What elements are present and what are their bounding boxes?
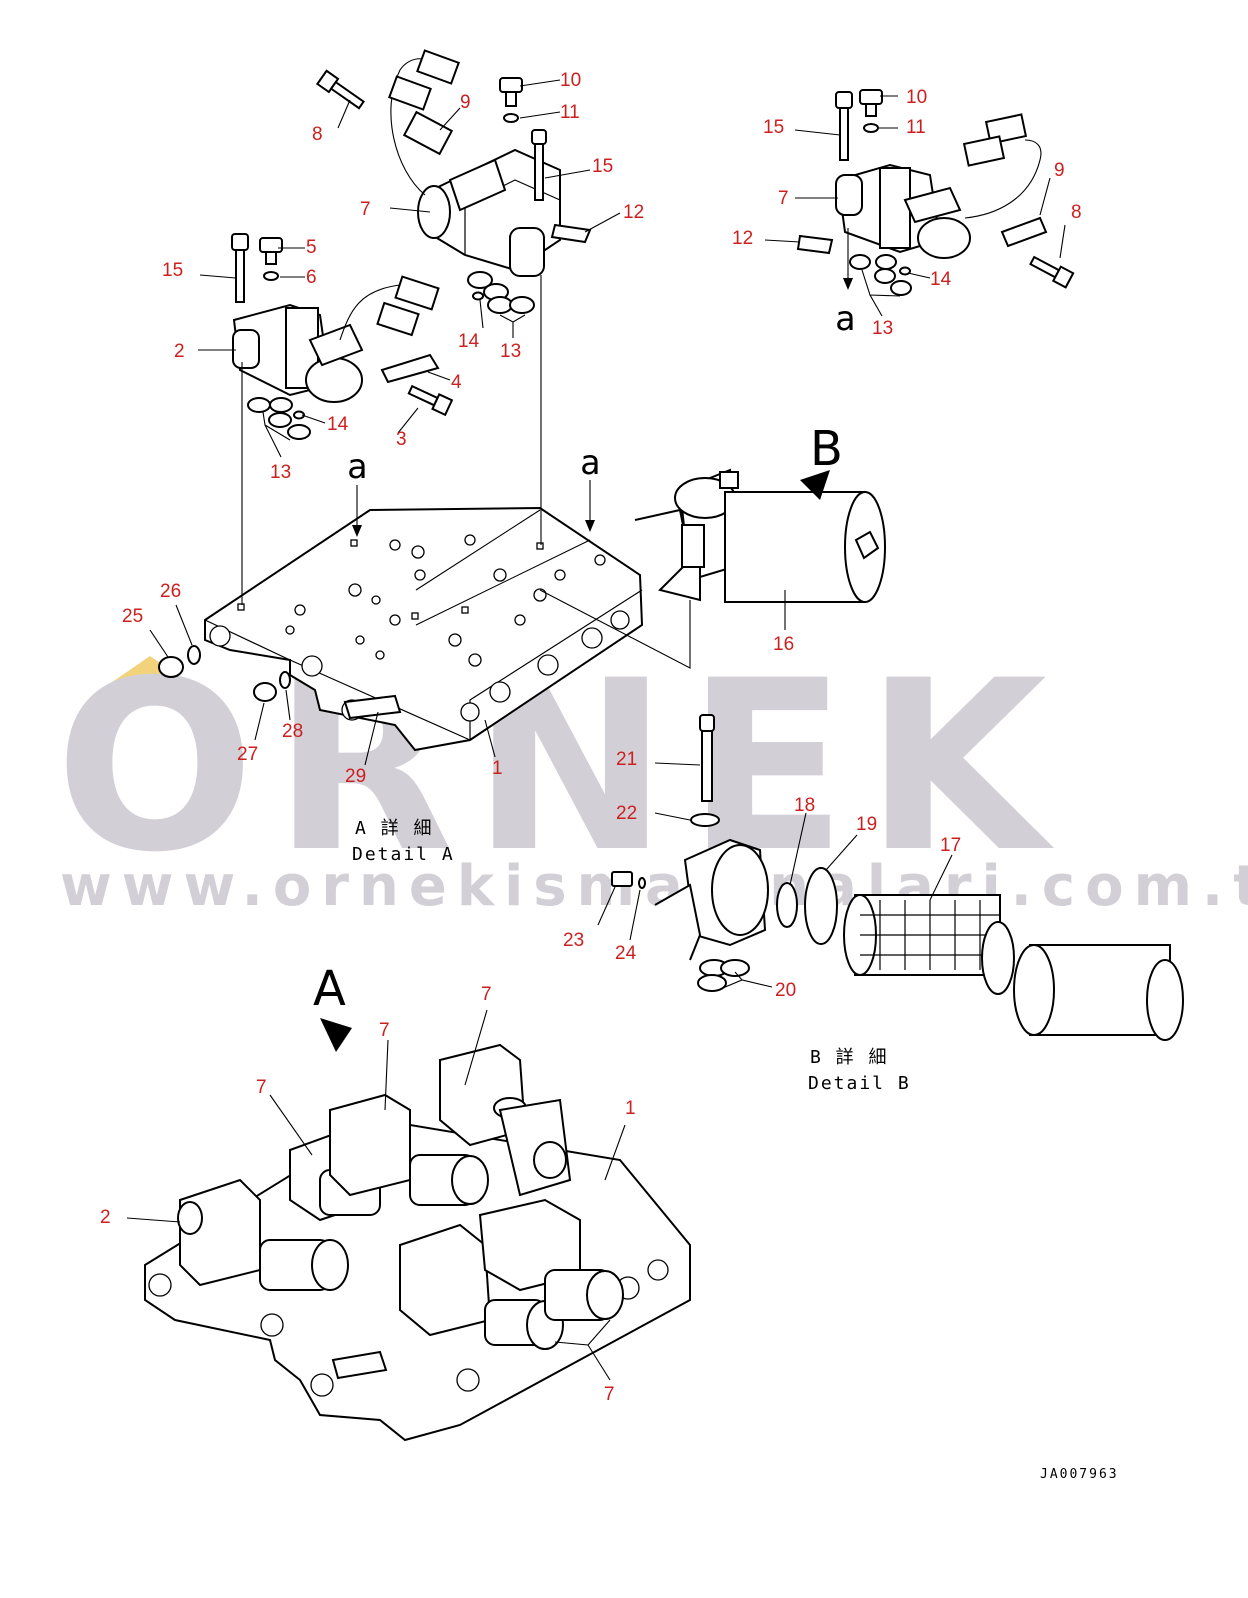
detail-a-en: Detail A xyxy=(352,844,455,865)
callout-24: 24 xyxy=(615,943,637,964)
plate-label-29 xyxy=(343,694,402,720)
callout-13-left: 13 xyxy=(270,462,291,483)
callout-19: 19 xyxy=(856,814,877,835)
callout-15-left: 15 xyxy=(162,260,183,281)
callout-27: 27 xyxy=(237,744,258,765)
callout-17: 17 xyxy=(940,835,961,856)
callout-26: 26 xyxy=(160,581,181,602)
callout-16: 16 xyxy=(773,634,794,655)
section-label-a-detail: a xyxy=(835,299,855,339)
callout-12-right: 12 xyxy=(732,228,753,249)
watermark-accent-triangle xyxy=(105,656,195,687)
callout-15-right: 15 xyxy=(763,117,784,138)
callout-7-bottom-b: 7 xyxy=(379,1020,390,1041)
leader-lines xyxy=(126,79,1066,1381)
detail-a-caption: A 詳 細 Detail A xyxy=(352,818,455,865)
callout-13: 13 xyxy=(500,341,521,362)
callout-7-bottom-a: 7 xyxy=(481,984,492,1005)
filter-assembly-16 xyxy=(634,468,886,603)
callout-7-bottom-d: 7 xyxy=(604,1384,615,1405)
arrow-b-icon xyxy=(800,470,830,500)
section-label-a-left: a xyxy=(347,447,367,487)
callout-22: 22 xyxy=(616,803,637,824)
assembled-solenoids xyxy=(177,1043,624,1350)
callout-14: 14 xyxy=(458,331,480,352)
callout-15: 15 xyxy=(592,156,613,177)
callout-29: 29 xyxy=(345,766,366,787)
callout-21: 21 xyxy=(616,749,637,770)
section-label-a-right: a xyxy=(580,443,600,483)
arrow-a-icon xyxy=(320,1018,352,1052)
detail-a-jp: A 詳 細 xyxy=(355,818,434,839)
detail-b-jp: B 詳 細 xyxy=(810,1047,889,1068)
assembly-guide-lines xyxy=(241,275,691,669)
callout-10: 10 xyxy=(560,70,581,91)
callout-11: 11 xyxy=(560,102,580,123)
callout-2-bottom: 2 xyxy=(100,1207,111,1228)
drawing-code: JA007963 xyxy=(1040,1467,1119,1482)
callout-9: 9 xyxy=(460,92,471,113)
view-labels: a a a B A xyxy=(313,299,855,1017)
callout-28: 28 xyxy=(282,721,303,742)
callout-3: 3 xyxy=(396,429,407,450)
callout-20: 20 xyxy=(775,980,796,1001)
view-label-a: A xyxy=(313,961,346,1017)
callout-8-right: 8 xyxy=(1071,202,1082,223)
callout-4: 4 xyxy=(451,372,462,393)
callout-7: 7 xyxy=(360,199,371,220)
callout-10-right: 10 xyxy=(906,87,927,108)
callout-11-right: 11 xyxy=(906,117,926,138)
callout-1: 1 xyxy=(492,758,503,779)
callout-7-right: 7 xyxy=(778,188,789,209)
callout-7-bottom-c: 7 xyxy=(256,1077,267,1098)
assembled-valve-view-a xyxy=(144,1018,691,1442)
plate-holes xyxy=(237,534,606,667)
callout-25: 25 xyxy=(122,606,143,627)
callout-13-right: 13 xyxy=(872,318,893,339)
callout-18: 18 xyxy=(794,795,815,816)
watermark: ORNEK www.ornekismakinalari.com.tr xyxy=(55,631,1248,919)
callout-8: 8 xyxy=(312,124,323,145)
callout-9-right: 9 xyxy=(1054,160,1065,181)
detail-b-en: Detail B xyxy=(808,1073,911,1094)
callout-5: 5 xyxy=(306,237,317,258)
callout-numbers: 10 11 9 8 15 7 12 5 6 15 2 14 13 4 14 3 … xyxy=(100,70,1082,1405)
view-label-b: B xyxy=(810,421,843,477)
callout-14-left: 14 xyxy=(327,414,349,435)
detail-b-caption: B 詳 細 Detail B xyxy=(808,1047,911,1094)
filter-exploded-detail-b xyxy=(611,714,1184,1041)
solenoid-assembly-left xyxy=(231,233,454,440)
callout-6: 6 xyxy=(306,267,317,288)
callout-1-bottom: 1 xyxy=(625,1098,636,1119)
callout-14-right: 14 xyxy=(930,269,952,290)
watermark-url: www.ornekismakinalari.com.tr xyxy=(60,854,1248,919)
solenoid-assembly-top-center xyxy=(315,49,592,314)
callout-12: 12 xyxy=(623,202,644,223)
callout-23: 23 xyxy=(563,930,584,951)
callout-2: 2 xyxy=(174,341,185,362)
solenoid-assembly-detail-a xyxy=(796,89,1075,296)
